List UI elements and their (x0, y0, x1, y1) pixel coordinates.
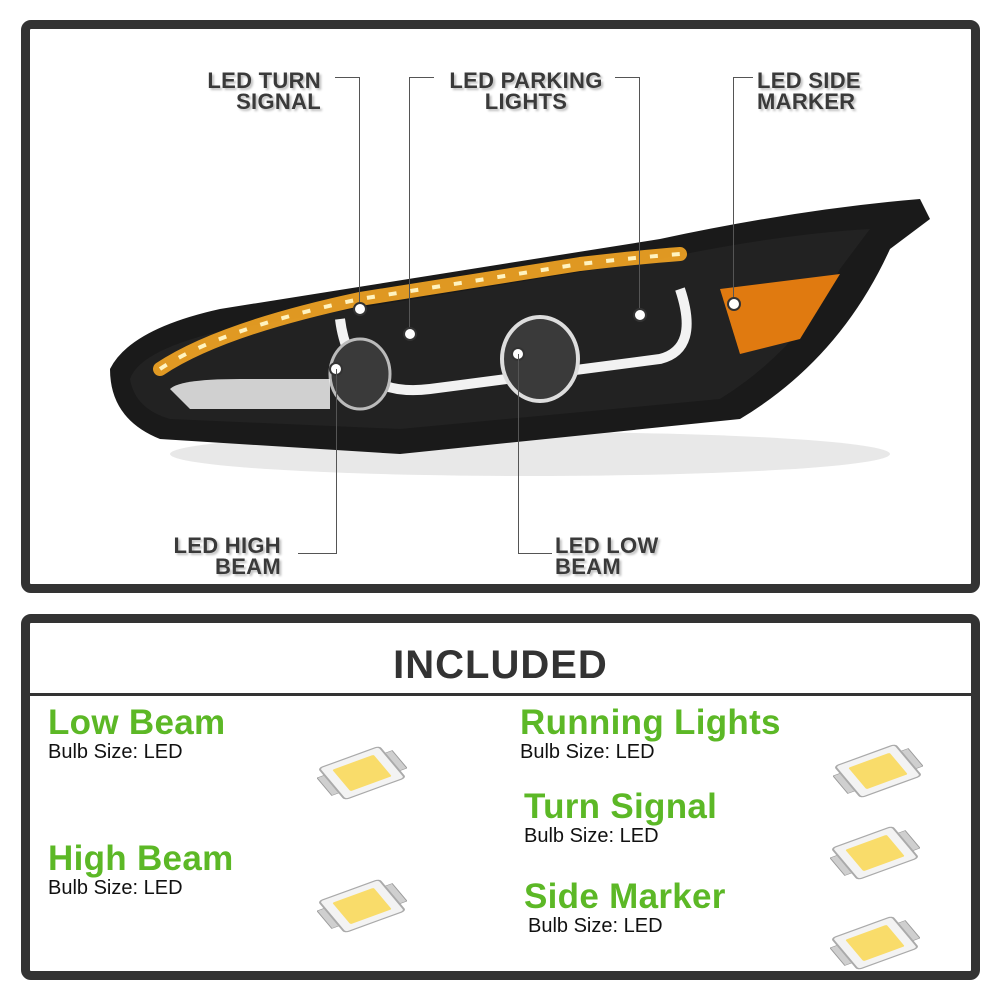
callout-line (335, 77, 360, 78)
callout-high-beam: LED HIGH BEAM (173, 533, 281, 579)
headlight-diagram-panel: LED TURN SIGNAL LED PARKING LIGHTS LED S… (21, 20, 980, 593)
led-chip-icon (317, 876, 407, 936)
callout-line (518, 553, 552, 554)
callout-line (409, 77, 434, 78)
led-chip-icon (830, 823, 920, 883)
side-marker-marker (727, 297, 741, 311)
included-item-running-lights: Running Lights Bulb Size: LED (520, 703, 781, 764)
included-panel: INCLUDED Low Beam Bulb Size: LED High Be… (21, 614, 980, 980)
callout-line (639, 77, 640, 313)
callout-parking-lights: LED PARKING LIGHTS (449, 68, 603, 114)
callout-line (518, 354, 519, 554)
callout-line (733, 77, 753, 78)
headlight-image (110, 199, 930, 476)
callout-line (733, 77, 734, 302)
led-chip-icon (317, 743, 407, 803)
included-item-low-beam: Low Beam Bulb Size: LED (48, 703, 226, 764)
callout-line (409, 77, 410, 332)
divider (30, 693, 971, 696)
callout-side-marker: LED SIDE MARKER (757, 68, 861, 114)
callout-turn-signal: LED TURN SIGNAL (207, 68, 321, 114)
parking-lights-marker-2 (633, 308, 647, 322)
callout-line (298, 553, 337, 554)
callout-line (359, 77, 360, 307)
turn-signal-marker (353, 302, 367, 316)
callout-low-beam: LED LOW BEAM (555, 533, 659, 579)
callout-line (615, 77, 640, 78)
led-chip-icon (830, 913, 920, 973)
callout-line (336, 369, 337, 554)
included-item-side-marker: Side Marker Bulb Size: LED (524, 877, 726, 938)
included-item-turn-signal: Turn Signal Bulb Size: LED (524, 787, 718, 848)
included-item-high-beam: High Beam Bulb Size: LED (48, 839, 234, 900)
led-chip-icon (833, 741, 923, 801)
included-title: INCLUDED (393, 643, 608, 687)
parking-lights-marker (403, 327, 417, 341)
